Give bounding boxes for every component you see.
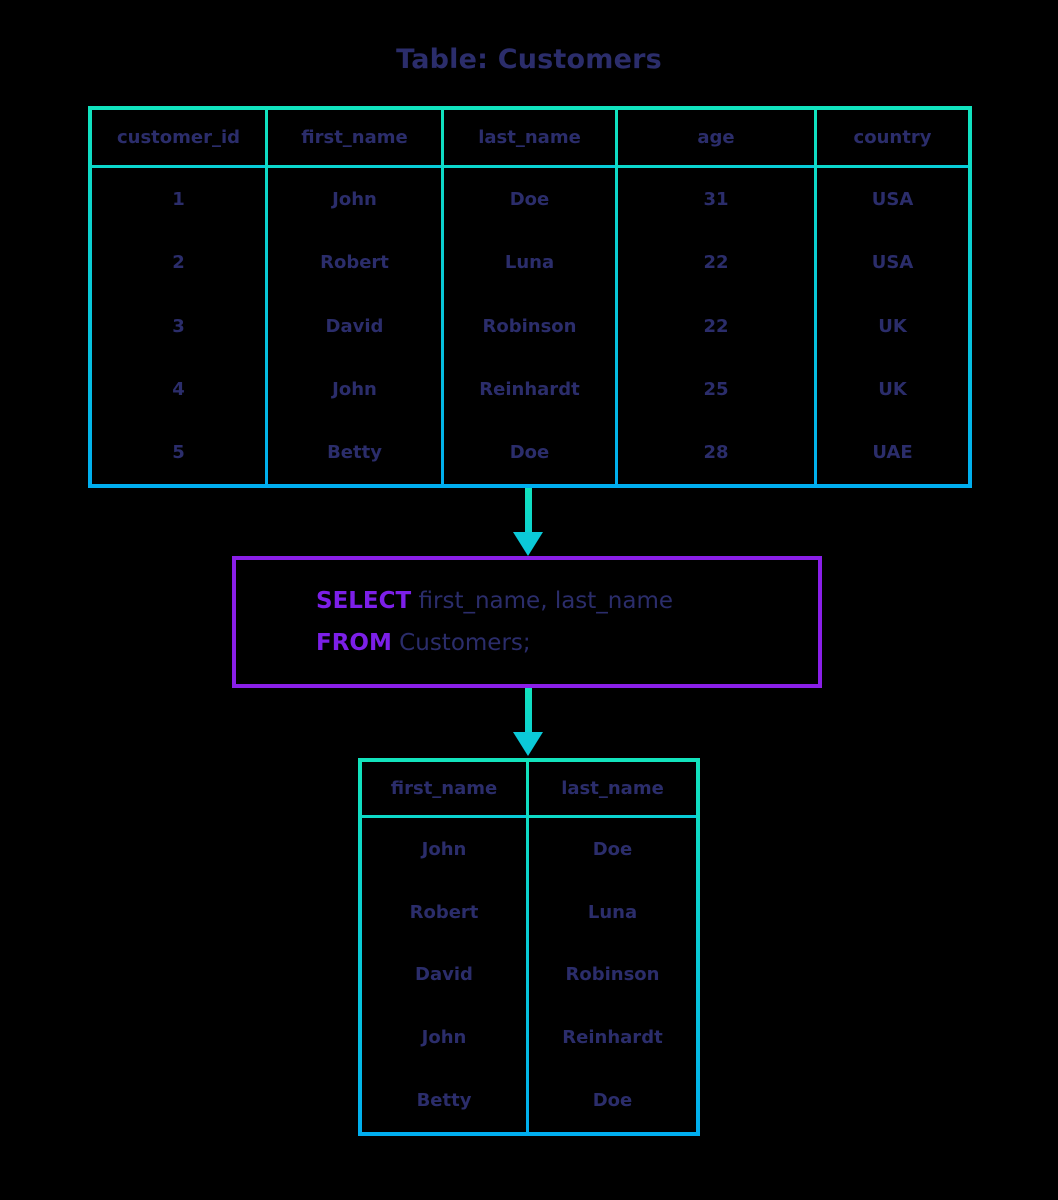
- arrow-down-icon-query-to-result: [508, 688, 548, 758]
- table-cell: Robert: [409, 901, 479, 923]
- table-cell: USA: [871, 252, 914, 274]
- table-cell: Doe: [509, 189, 550, 211]
- table-cell: UAE: [872, 441, 913, 463]
- table-cell: Betty: [327, 441, 382, 463]
- table-cell: John: [421, 1027, 467, 1049]
- table-cell: 31: [703, 189, 729, 211]
- table-cell: 5: [172, 441, 185, 463]
- result-column-last-name: last_name Doe Luna Robinson Reinhardt Do…: [529, 762, 696, 1132]
- column-customer-id: customer_id 1 2 3 4 5: [92, 110, 268, 484]
- column-header: country: [817, 110, 968, 168]
- query-line-2-table: Customers;: [391, 630, 531, 656]
- table-cell: John: [332, 378, 377, 400]
- table-cell: John: [421, 838, 467, 860]
- table-cell: Robinson: [565, 964, 660, 986]
- table-cell: 4: [172, 378, 185, 400]
- table-cell: 22: [703, 315, 729, 337]
- column-header: customer_id: [92, 110, 265, 168]
- arrow-head: [513, 732, 543, 756]
- table-cell: Doe: [509, 441, 550, 463]
- table-cell: 28: [703, 441, 729, 463]
- page-title: Table: Customers: [396, 44, 662, 75]
- column-header: last_name: [529, 762, 696, 818]
- table-cell: Reinhardt: [479, 378, 580, 400]
- arrow-down-icon-table-to-query: [508, 488, 548, 556]
- table-cell: USA: [871, 189, 914, 211]
- arrow-head: [513, 532, 543, 556]
- table-cell: UK: [878, 315, 907, 337]
- column-first-name: first_name John Robert David John Betty: [268, 110, 444, 484]
- table-cell: Luna: [504, 252, 555, 274]
- table-cell: Reinhardt: [562, 1027, 663, 1049]
- sql-keyword-from: FROM: [316, 630, 392, 656]
- table-cell: Doe: [592, 838, 633, 860]
- sql-keyword-select: SELECT: [316, 588, 412, 614]
- table-cell: Luna: [587, 901, 638, 923]
- arrow-shaft: [525, 488, 532, 534]
- table-cell: 25: [703, 378, 729, 400]
- table-cell: Betty: [416, 1090, 472, 1112]
- query-line-1-columns: first_name, last_name: [411, 588, 674, 614]
- column-country: country USA USA UK UK UAE: [817, 110, 968, 484]
- table-cell: 22: [703, 252, 729, 274]
- column-header: first_name: [362, 762, 526, 818]
- column-last-name: last_name Doe Luna Robinson Reinhardt Do…: [444, 110, 618, 484]
- table-cell: 3: [172, 315, 185, 337]
- table-cell: UK: [878, 378, 907, 400]
- arrow-shaft: [525, 688, 532, 734]
- query-line-2: FROM Customers;: [316, 622, 818, 664]
- result-table: first_name John Robert David John Betty …: [358, 758, 700, 1136]
- column-header: age: [618, 110, 814, 168]
- table-cell: Robinson: [482, 315, 577, 337]
- result-table-grid: first_name John Robert David John Betty …: [362, 762, 696, 1132]
- table-cell: David: [325, 315, 384, 337]
- column-age: age 31 22 22 25 28: [618, 110, 817, 484]
- result-column-first-name: first_name John Robert David John Betty: [362, 762, 529, 1132]
- column-header: first_name: [268, 110, 441, 168]
- sql-query-box: SELECT first_name, last_name FROM Custom…: [232, 556, 822, 688]
- customers-table: customer_id 1 2 3 4 5 first_name John Ro…: [88, 106, 972, 488]
- customers-table-grid: customer_id 1 2 3 4 5 first_name John Ro…: [92, 110, 968, 484]
- table-cell: Robert: [320, 252, 389, 274]
- table-cell: David: [415, 964, 473, 986]
- table-cell: 2: [172, 252, 185, 274]
- query-line-1: SELECT first_name, last_name: [316, 580, 818, 622]
- table-cell: Doe: [592, 1090, 633, 1112]
- table-cell: 1: [172, 189, 185, 211]
- table-cell: John: [332, 189, 377, 211]
- column-header: last_name: [444, 110, 615, 168]
